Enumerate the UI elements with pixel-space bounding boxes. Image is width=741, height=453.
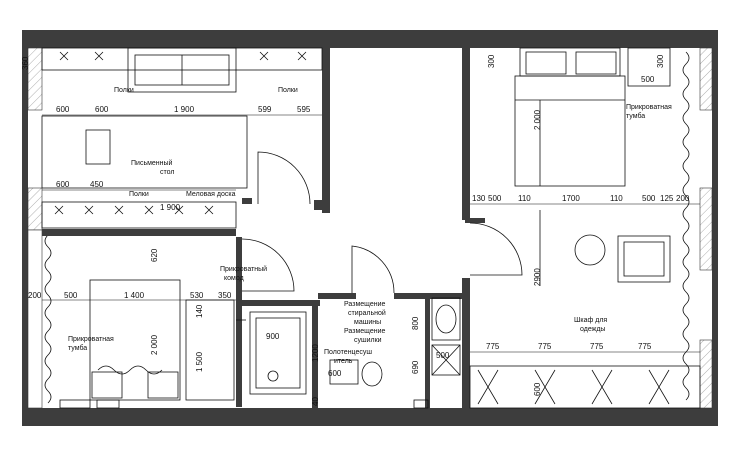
dim-rtr-3: 1700: [562, 194, 580, 203]
dim-rtr-7: 200: [676, 194, 690, 203]
doors: [236, 151, 523, 321]
dim-laundry-690: 690: [411, 360, 420, 374]
dimension-numbers: 600 600 1 900 599 595 600 450 1 900 130 …: [21, 54, 690, 406]
label-shelf-mid: Полки: [129, 191, 149, 198]
dim-rtr-1: 500: [488, 194, 502, 203]
label-dresser-line2: комод: [224, 275, 244, 282]
label-wardrobe-line1: Шкаф для: [574, 317, 607, 324]
label-shelves-right: Полки: [278, 87, 298, 94]
label-bedside-top-line2: тумба: [626, 112, 645, 120]
dim-blr-2: 1 400: [124, 291, 145, 300]
label-bedside-top-line1: Прикроватная: [626, 104, 672, 111]
dim-ltr-1: 600: [95, 105, 109, 114]
dim-blr-1: 500: [64, 291, 78, 300]
label-washing: Размещение стиральной машины Размещение …: [344, 301, 388, 344]
dim-blr-3: 530: [190, 291, 204, 300]
label-bedside-left-line1: Прикроватная: [68, 336, 114, 343]
label-towel-dryer: Полотенцесуш итель: [324, 349, 374, 365]
dim-rtr-0: 130: [472, 194, 486, 203]
dim-bath-600: 600: [328, 369, 342, 378]
dim-lmr-1: 450: [90, 180, 104, 189]
label-bedside-left-line2: тумба: [68, 344, 87, 352]
dim-blr-0: 200: [28, 291, 42, 300]
dim-lmr-2: 1 900: [160, 203, 181, 212]
dimension-lines: [42, 114, 700, 353]
label-wardrobe-line2: одежды: [580, 326, 605, 333]
label-washing-line4: Размещение: [344, 328, 386, 335]
dim-rv-2000: 2 000: [533, 109, 542, 130]
dim-bedside-500: 500: [641, 75, 655, 84]
room-labels: Полки Полки Письменный стол Полки Мелова…: [68, 87, 674, 365]
label-shelves-left: Полки: [114, 87, 134, 94]
dim-lv-360: 360: [21, 56, 30, 70]
dim-ltr-2: 1 900: [174, 105, 195, 114]
dim-rtr-4: 110: [610, 194, 623, 203]
dim-rv-300b: 300: [656, 54, 665, 68]
curtains: [44, 51, 690, 404]
upper-left-furniture: [41, 47, 323, 229]
lower-left-furniture: [59, 279, 235, 409]
dim-rtr-2: 110: [518, 194, 531, 203]
dim-rv-600: 600: [533, 382, 542, 396]
label-bedside-dresser: Прикроватный комод: [220, 265, 269, 282]
dim-laundry-800: 800: [411, 316, 420, 330]
label-washing-line2: стиральной: [348, 309, 386, 317]
dim-lv-620: 620: [150, 248, 159, 262]
dim-rtr-6: 125: [660, 194, 674, 203]
dim-wr-1: 775: [538, 342, 552, 351]
dim-wr-3: 775: [638, 342, 652, 351]
label-desk: Письменный стол: [131, 159, 174, 176]
dim-rv-300a: 300: [487, 54, 496, 68]
dim-wr-0: 775: [486, 342, 500, 351]
bathroom: [249, 297, 461, 409]
outer-walls: [22, 30, 718, 426]
dim-rv-2900: 2900: [533, 268, 542, 286]
label-desk-line1: Письменный: [131, 159, 173, 167]
dim-lv-1500: 1 500: [195, 351, 204, 372]
label-towel-line1: Полотенцесуш: [324, 349, 372, 356]
label-bedside-left: Прикроватная тумба: [68, 336, 116, 352]
label-towel-line2: итель: [334, 358, 353, 365]
label-washing-line1: Размещение: [344, 301, 386, 308]
label-washing-line5: сушилки: [354, 337, 382, 344]
right-bedroom: [469, 47, 701, 409]
dim-laundry-500: 500: [436, 351, 450, 360]
dim-bath-900: 900: [266, 332, 280, 341]
dim-lv-140: 140: [195, 304, 204, 318]
window-panels: [27, 47, 713, 409]
label-wardrobe: Шкаф для одежды: [574, 317, 609, 333]
dim-rtr-5: 500: [642, 194, 656, 203]
dim-bath-40: 40: [311, 397, 320, 406]
dim-ltr-3: 599: [258, 105, 272, 114]
dim-ltr-0: 600: [56, 105, 70, 114]
dim-lmr-0: 600: [56, 180, 70, 189]
dim-bath-1200: 1200: [311, 344, 320, 362]
interior-walls: [42, 48, 485, 408]
label-bedside-top: Прикроватная тумба: [626, 104, 674, 120]
label-desk-line2: стол: [160, 169, 174, 176]
label-washing-line3: машины: [354, 319, 381, 326]
dim-blr-4: 350: [218, 291, 232, 300]
dim-wr-2: 775: [590, 342, 604, 351]
dim-ltr-4: 595: [297, 105, 311, 114]
dim-lv-2000: 2 000: [150, 334, 159, 355]
label-dresser-line1: Прикроватный: [220, 265, 267, 273]
label-chalkboard: Меловая доска: [186, 191, 236, 198]
